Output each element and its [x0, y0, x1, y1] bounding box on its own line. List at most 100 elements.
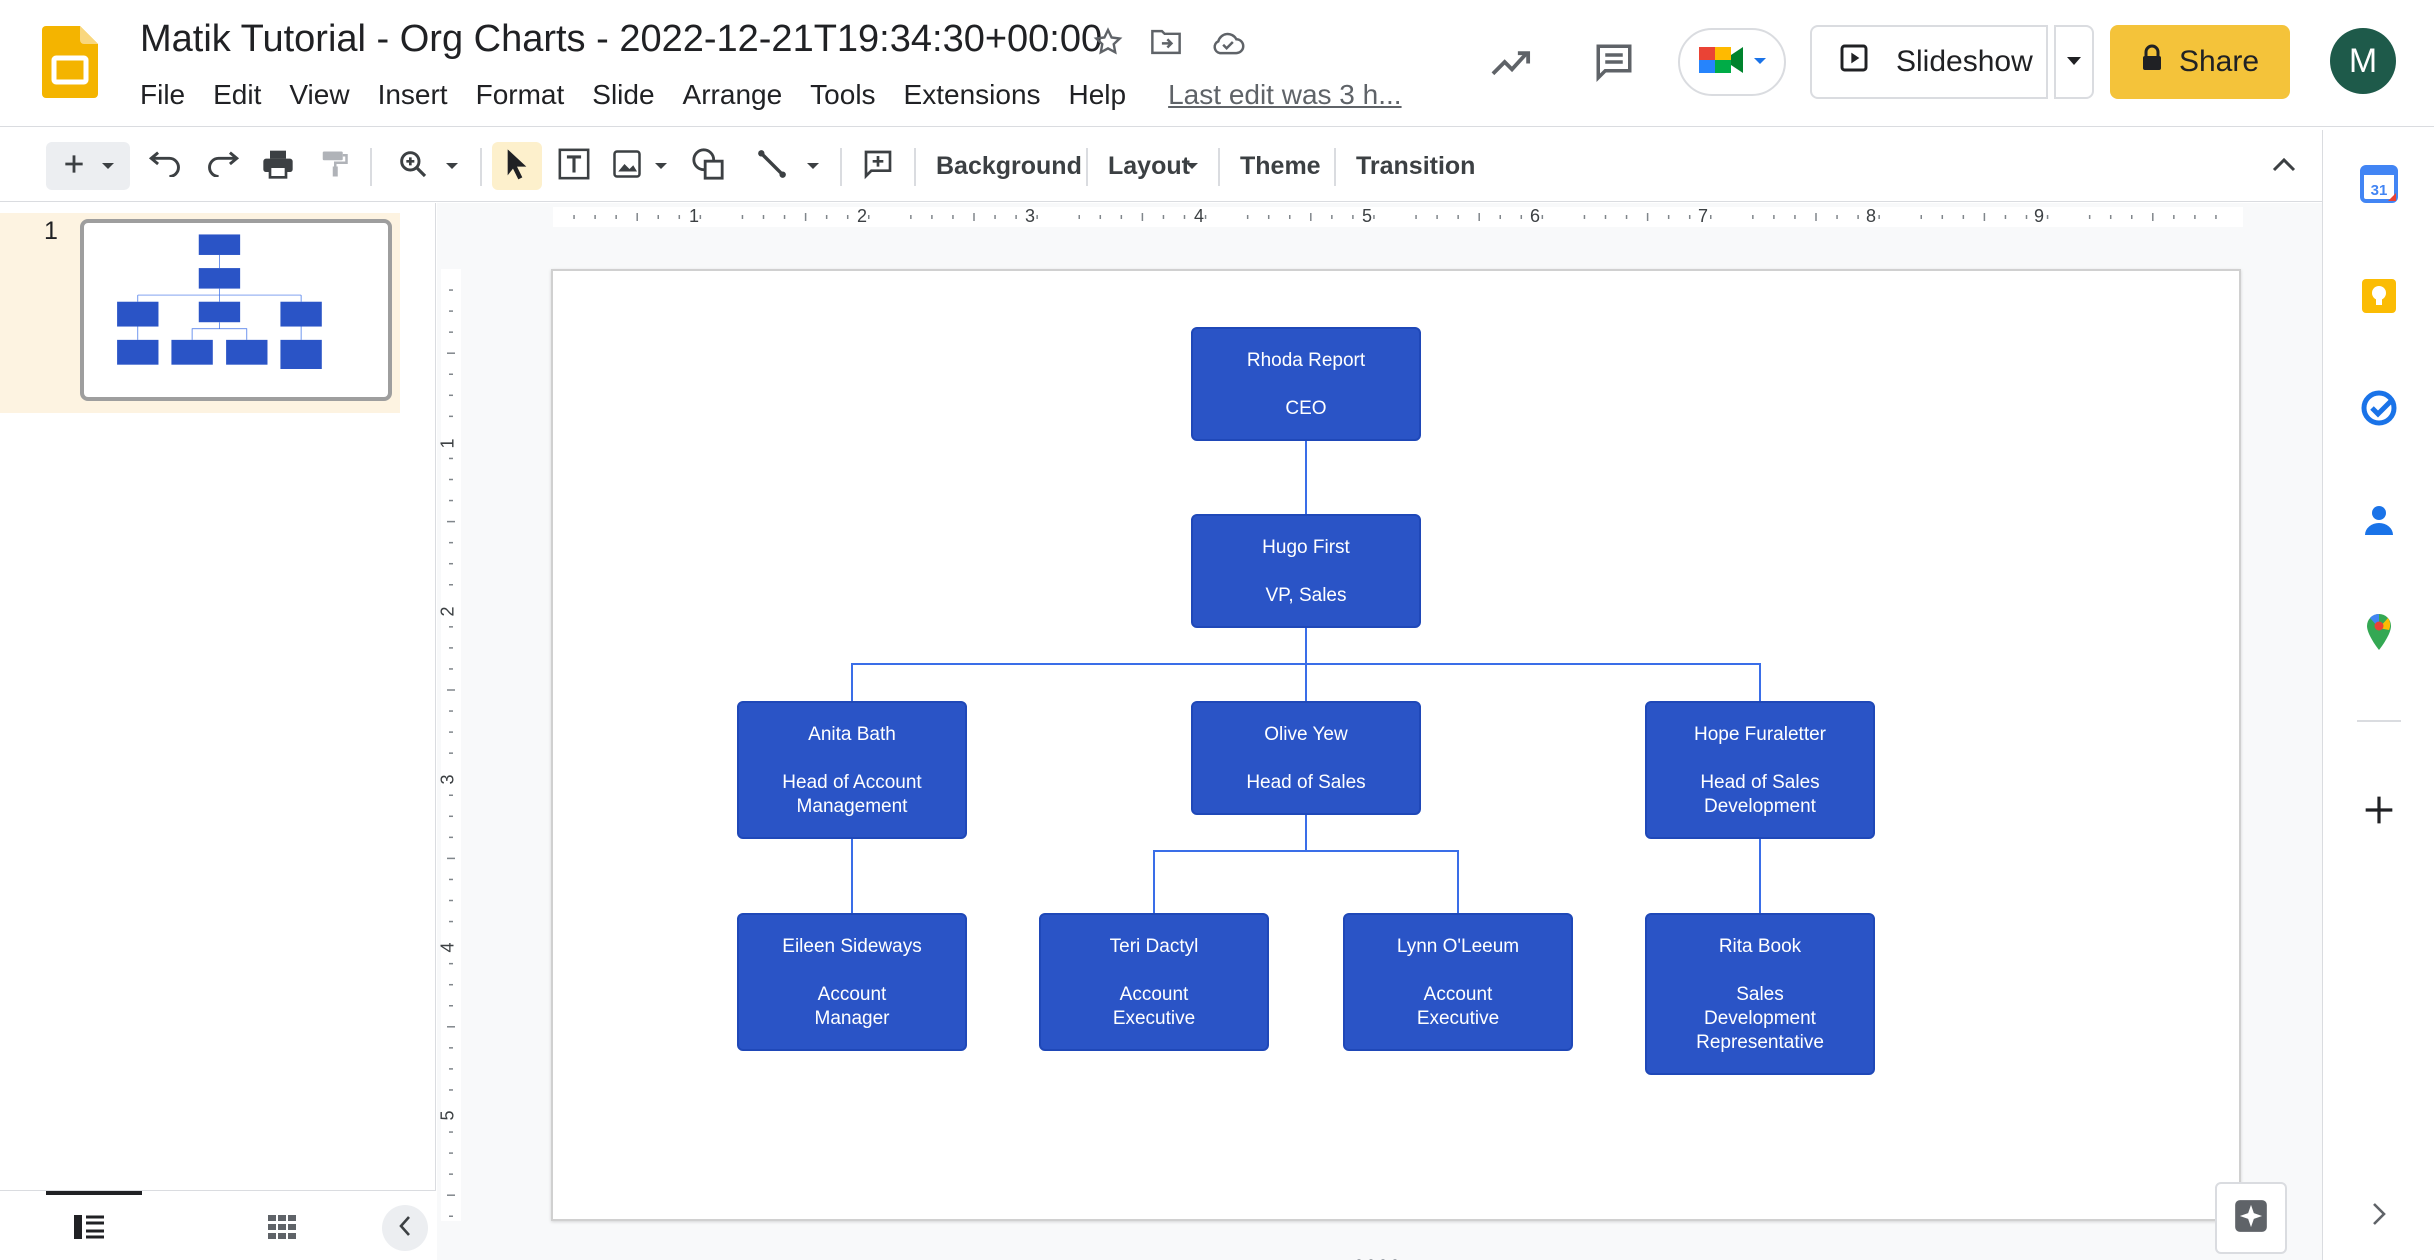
slide-number: 1 [44, 217, 58, 245]
transition-button[interactable]: Transition [1356, 152, 1476, 180]
calendar-icon[interactable]: 31 [2357, 162, 2401, 206]
org-node-vp[interactable]: Hugo First VP, Sales [1191, 514, 1421, 628]
filmstrip-view-icon[interactable] [74, 1215, 104, 1244]
contacts-icon[interactable] [2357, 498, 2401, 542]
grid-view-icon[interactable] [268, 1215, 296, 1244]
toolbar-divider [1086, 148, 1088, 186]
org-node-staff[interactable]: Teri Dactyl Account Executive [1039, 913, 1269, 1051]
explore-button[interactable] [2215, 1182, 2287, 1254]
activity-dashboard-icon[interactable] [1488, 38, 1536, 86]
chevron-up-icon [2272, 156, 2296, 177]
menu-extensions[interactable]: Extensions [903, 79, 1041, 110]
share-label: Share [2178, 45, 2260, 78]
tasks-icon[interactable] [2357, 386, 2401, 430]
menu-tools[interactable]: Tools [810, 79, 876, 110]
zoom-icon [397, 148, 429, 185]
layout-dropdown-icon[interactable] [1182, 142, 1202, 190]
menu-help[interactable]: Help [1068, 79, 1127, 110]
ruler-number: 3 [1025, 206, 1036, 226]
move-folder-icon[interactable] [1146, 22, 1186, 62]
last-edit-link[interactable]: Last edit was 3 h... [1168, 79, 1402, 110]
org-node-head[interactable]: Anita Bath Head of Account Management [737, 701, 967, 839]
insert-image-button[interactable] [610, 142, 670, 190]
node-role: CEO [1285, 398, 1327, 419]
resize-handle[interactable] [1355, 1251, 1399, 1260]
connector-line [1153, 850, 1459, 852]
vertical-ruler[interactable]: 1 2 3 4 5 [437, 231, 465, 1260]
undo-button[interactable] [144, 142, 188, 190]
ruler-number: 3 [437, 774, 458, 785]
hide-filmstrip-button[interactable] [382, 1205, 428, 1251]
meet-icon [1697, 41, 1747, 84]
add-addon-plus-icon[interactable] [2357, 788, 2401, 832]
select-tool-button[interactable] [492, 142, 542, 190]
meet-button[interactable] [1678, 28, 1786, 96]
org-node-ceo[interactable]: Rhoda Report CEO [1191, 327, 1421, 441]
menu-view[interactable]: View [289, 79, 350, 110]
cloud-saved-icon[interactable] [1208, 22, 1248, 62]
theme-button[interactable]: Theme [1240, 152, 1321, 180]
background-button[interactable]: Background [936, 152, 1082, 180]
slide-filmstrip: 1 [0, 203, 436, 1260]
chevron-right-icon[interactable] [2357, 1192, 2401, 1236]
ruler-number: 1 [689, 206, 700, 226]
ruler-number: 9 [2034, 206, 2045, 226]
collapse-menu-button[interactable] [2262, 142, 2306, 190]
account-avatar[interactable]: M [2330, 28, 2396, 94]
add-comment-button[interactable] [856, 142, 900, 190]
paint-format-icon [319, 149, 349, 184]
slides-logo-icon[interactable] [42, 26, 98, 98]
text-box-icon [557, 147, 591, 186]
star-icon[interactable] [1088, 22, 1128, 62]
document-title[interactable]: Matik Tutorial - Org Charts - 2022-12-21… [140, 18, 1103, 60]
toolbar-divider [914, 148, 916, 186]
new-slide-button[interactable] [46, 142, 130, 190]
menu-format[interactable]: Format [475, 79, 565, 110]
node-role: Account Manager [814, 984, 890, 1029]
slide-editor-canvas[interactable]: 1 2 3 4 5 6 7 8 9 1 2 3 4 5 Rhoda [437, 203, 2322, 1260]
menu-edit[interactable]: Edit [213, 79, 262, 110]
keep-icon[interactable] [2357, 274, 2401, 318]
org-node-staff[interactable]: Rita Book Sales Development Representati… [1645, 913, 1875, 1075]
menu-insert[interactable]: Insert [377, 79, 448, 110]
redo-button[interactable] [200, 142, 244, 190]
org-node-staff[interactable]: Eileen Sideways Account Manager [737, 913, 967, 1051]
toolbar-divider [480, 148, 482, 186]
line-button[interactable] [748, 142, 828, 190]
node-name: Lynn O'Leeum [1396, 936, 1520, 957]
connector-line [1457, 850, 1459, 913]
toolbar-divider [370, 148, 372, 186]
org-node-head[interactable]: Olive Yew Head of Sales [1191, 701, 1421, 815]
chevron-down-icon [445, 157, 459, 175]
node-role: VP, Sales [1265, 585, 1347, 606]
slide[interactable]: Rhoda Report CEO Hugo First VP, Sales An… [551, 269, 2241, 1221]
shape-button[interactable] [686, 142, 730, 190]
horizontal-ruler[interactable]: 1 2 3 4 5 6 7 8 9 [465, 203, 2322, 231]
node-role: Account Executive [1112, 984, 1196, 1029]
paint-format-button[interactable] [312, 142, 356, 190]
zoom-button[interactable] [388, 142, 468, 190]
layout-button[interactable]: Layout [1108, 152, 1190, 180]
slideshow-button[interactable]: Slideshow [1810, 25, 2048, 99]
ruler-number: 5 [1362, 206, 1373, 226]
print-icon [262, 149, 294, 184]
comments-icon[interactable] [1590, 38, 1638, 86]
ruler-number: 4 [437, 942, 458, 953]
print-button[interactable] [256, 142, 300, 190]
slideshow-options-button[interactable] [2054, 25, 2094, 99]
menu-slide[interactable]: Slide [592, 79, 655, 110]
menu-file[interactable]: File [140, 79, 186, 110]
app-header: Matik Tutorial - Org Charts - 2022-12-21… [0, 0, 2434, 127]
node-name: Rhoda Report [1246, 350, 1366, 371]
chevron-down-icon [654, 157, 668, 175]
maps-icon[interactable] [2357, 610, 2401, 654]
cursor-arrow-icon [504, 148, 530, 185]
org-node-staff[interactable]: Lynn O'Leeum Account Executive [1343, 913, 1573, 1051]
share-button[interactable]: Share [2110, 25, 2290, 99]
org-node-head[interactable]: Hope Furaletter Head of Sales Developmen… [1645, 701, 1875, 839]
menu-arrange[interactable]: Arrange [682, 79, 783, 110]
chevron-down-icon [101, 157, 115, 175]
ruler-number: 2 [437, 606, 458, 617]
text-box-button[interactable] [552, 142, 596, 190]
slide-thumbnail[interactable] [80, 219, 392, 401]
